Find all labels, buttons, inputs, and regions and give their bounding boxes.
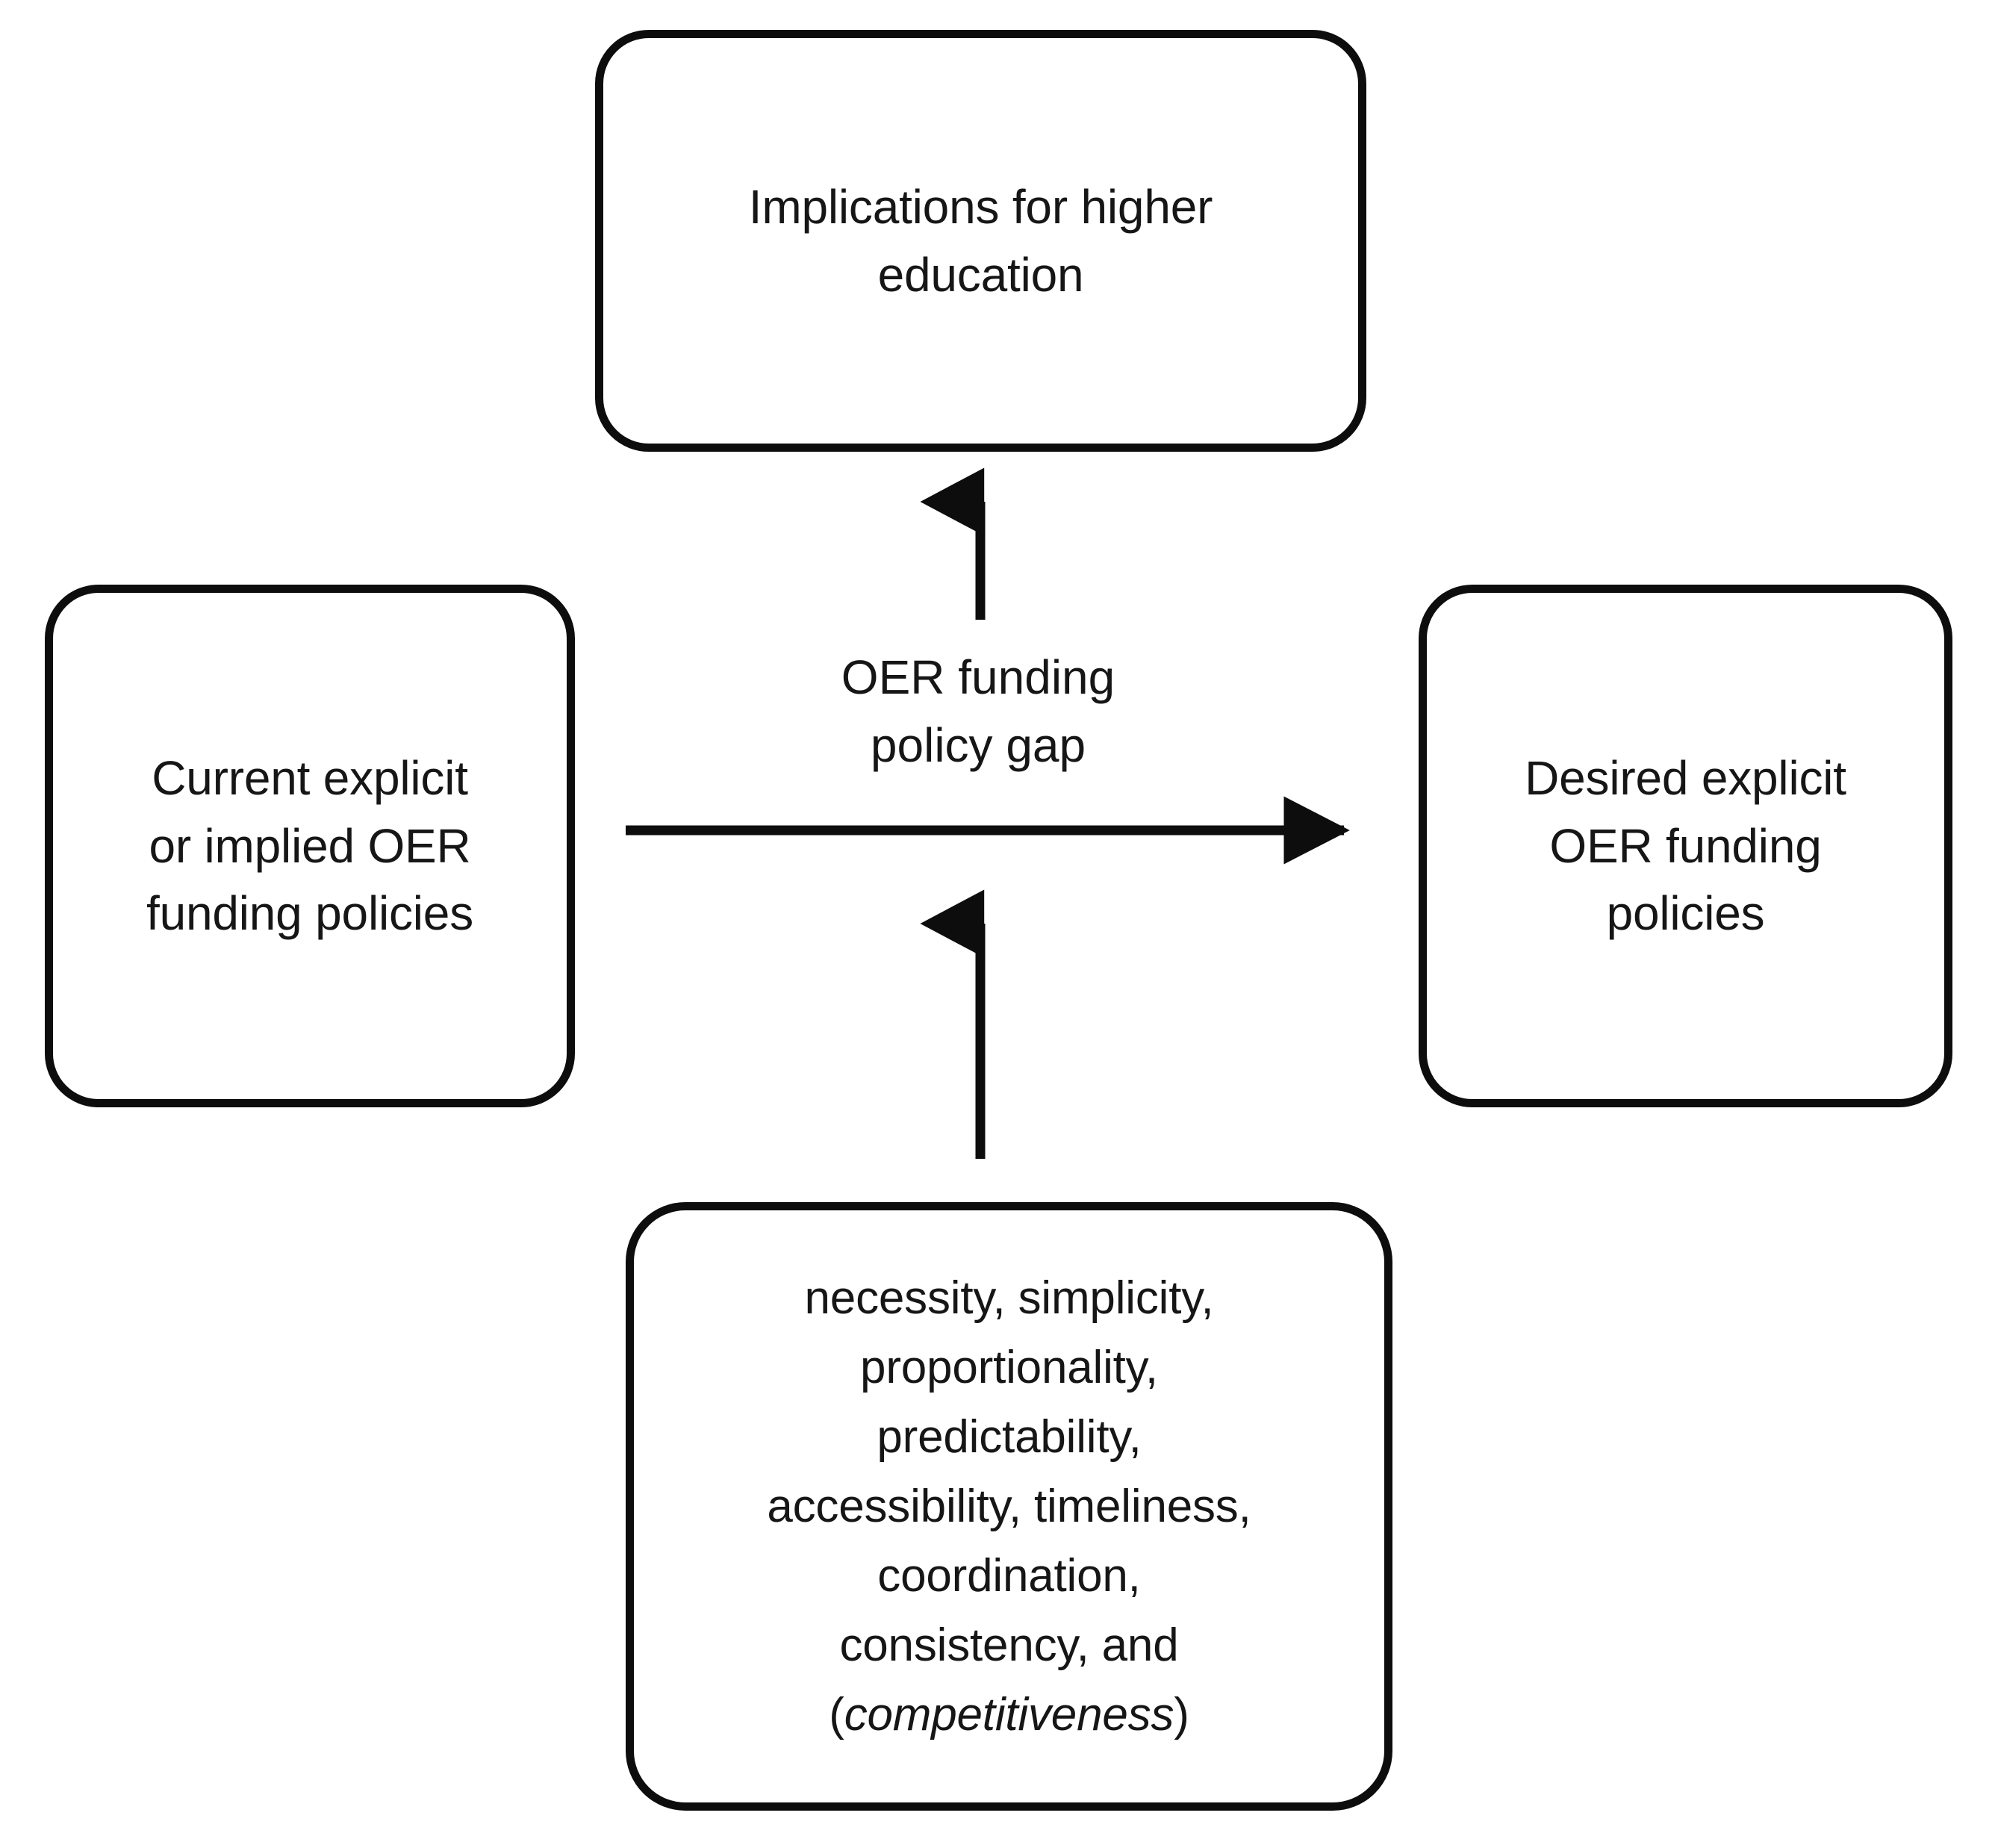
node-implications-for-higher-education[interactable]: Implications for higher education — [595, 30, 1366, 452]
node-desired-oer-funding-policies[interactable]: Desired explicit OER funding policies — [1419, 585, 1952, 1107]
node-policy-principles-label: necessity, simplicity, proportionality, … — [749, 1263, 1269, 1749]
center-label-oer-funding-policy-gap: OER funding policy gap — [841, 650, 1115, 772]
principles-italic-term: competitiveness — [844, 1689, 1174, 1740]
node-current-policies-label: Current explicit or implied OER funding … — [146, 750, 473, 941]
node-implications-label: Implications for higher education — [748, 179, 1213, 302]
node-policy-principles[interactable]: necessity, simplicity, proportionality, … — [626, 1202, 1392, 1811]
principles-paren-close: ) — [1174, 1689, 1189, 1740]
principles-body: necessity, simplicity, proportionality, … — [767, 1272, 1251, 1671]
node-current-oer-funding-policies[interactable]: Current explicit or implied OER funding … — [45, 585, 575, 1107]
node-desired-policies-label: Desired explicit OER funding policies — [1525, 750, 1846, 941]
principles-paren-open: ( — [829, 1689, 844, 1740]
